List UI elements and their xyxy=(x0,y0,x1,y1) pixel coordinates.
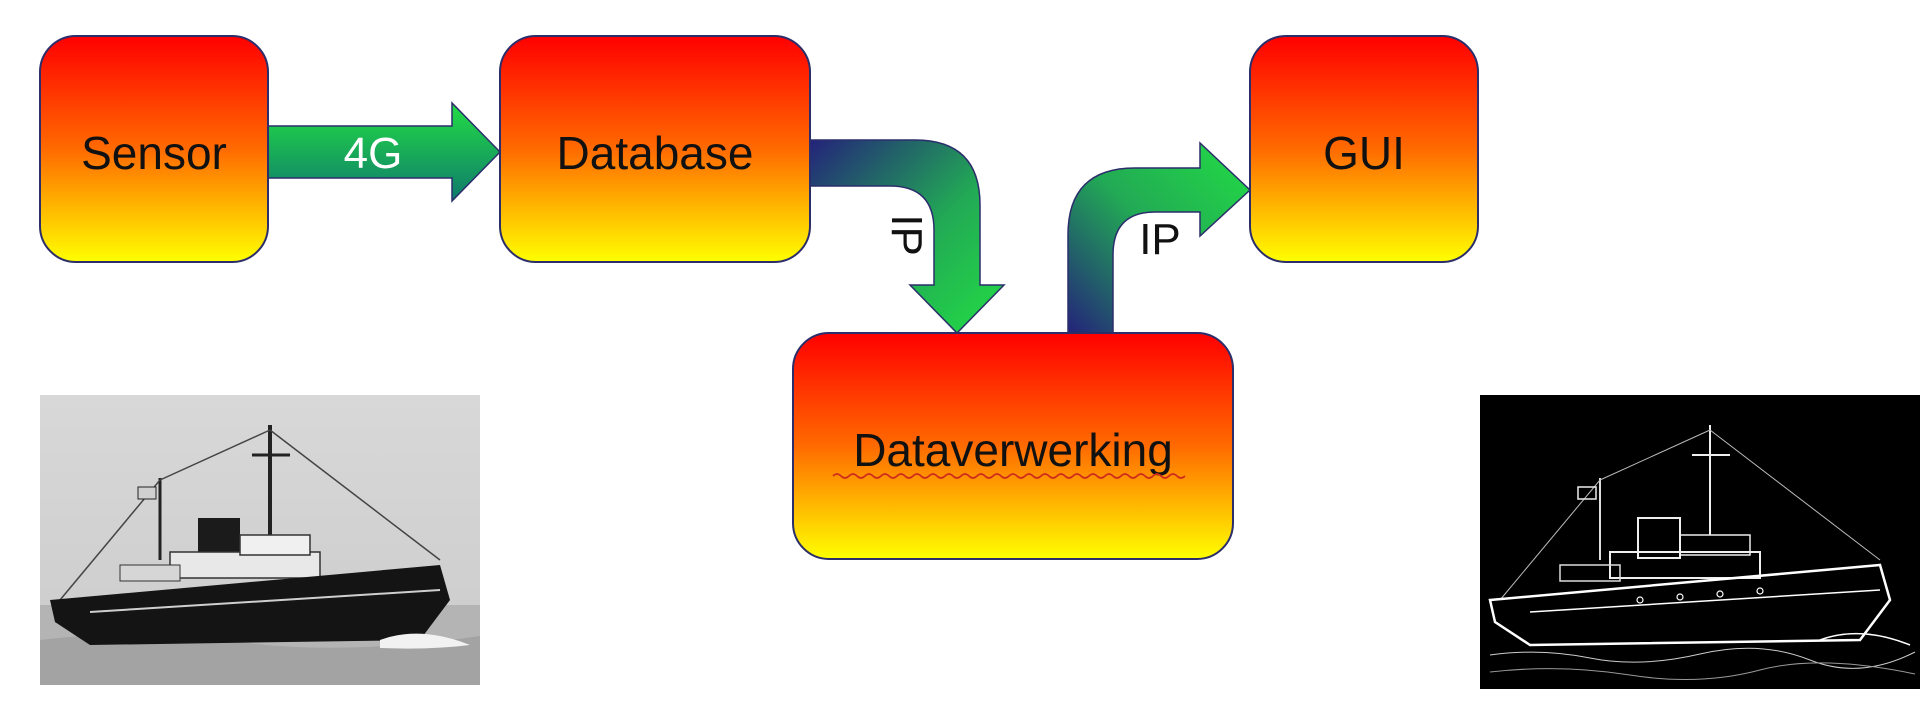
edge-label-4g: 4G xyxy=(344,129,403,178)
edge-sensor-to-database: 4G xyxy=(267,101,502,203)
edge-label-ip-up: IP xyxy=(1139,215,1181,264)
edge-database-to-dataverwerking: IP xyxy=(809,139,1006,335)
node-label-database: Database xyxy=(557,127,754,179)
node-sensor: Sensor xyxy=(39,35,269,263)
ship-photo xyxy=(40,395,480,685)
node-label-sensor: Sensor xyxy=(81,127,227,179)
edge-label-ip-down: IP xyxy=(882,214,931,256)
spellcheck-underline xyxy=(832,473,1186,479)
arrow-database-dataverwerking xyxy=(809,139,1006,335)
node-label-gui: GUI xyxy=(1323,127,1405,179)
node-label-dataverwerking: Dataverwerking xyxy=(853,424,1173,476)
edge-dataverwerking-to-gui: IP xyxy=(1067,141,1252,334)
arrow-sensor-database xyxy=(267,101,502,203)
node-gui: GUI xyxy=(1249,35,1479,263)
arrow-dataverwerking-gui xyxy=(1067,141,1252,334)
node-database: Database xyxy=(499,35,811,263)
ship-edge-detected xyxy=(1480,395,1920,689)
node-dataverwerking: Dataverwerking xyxy=(792,332,1234,560)
